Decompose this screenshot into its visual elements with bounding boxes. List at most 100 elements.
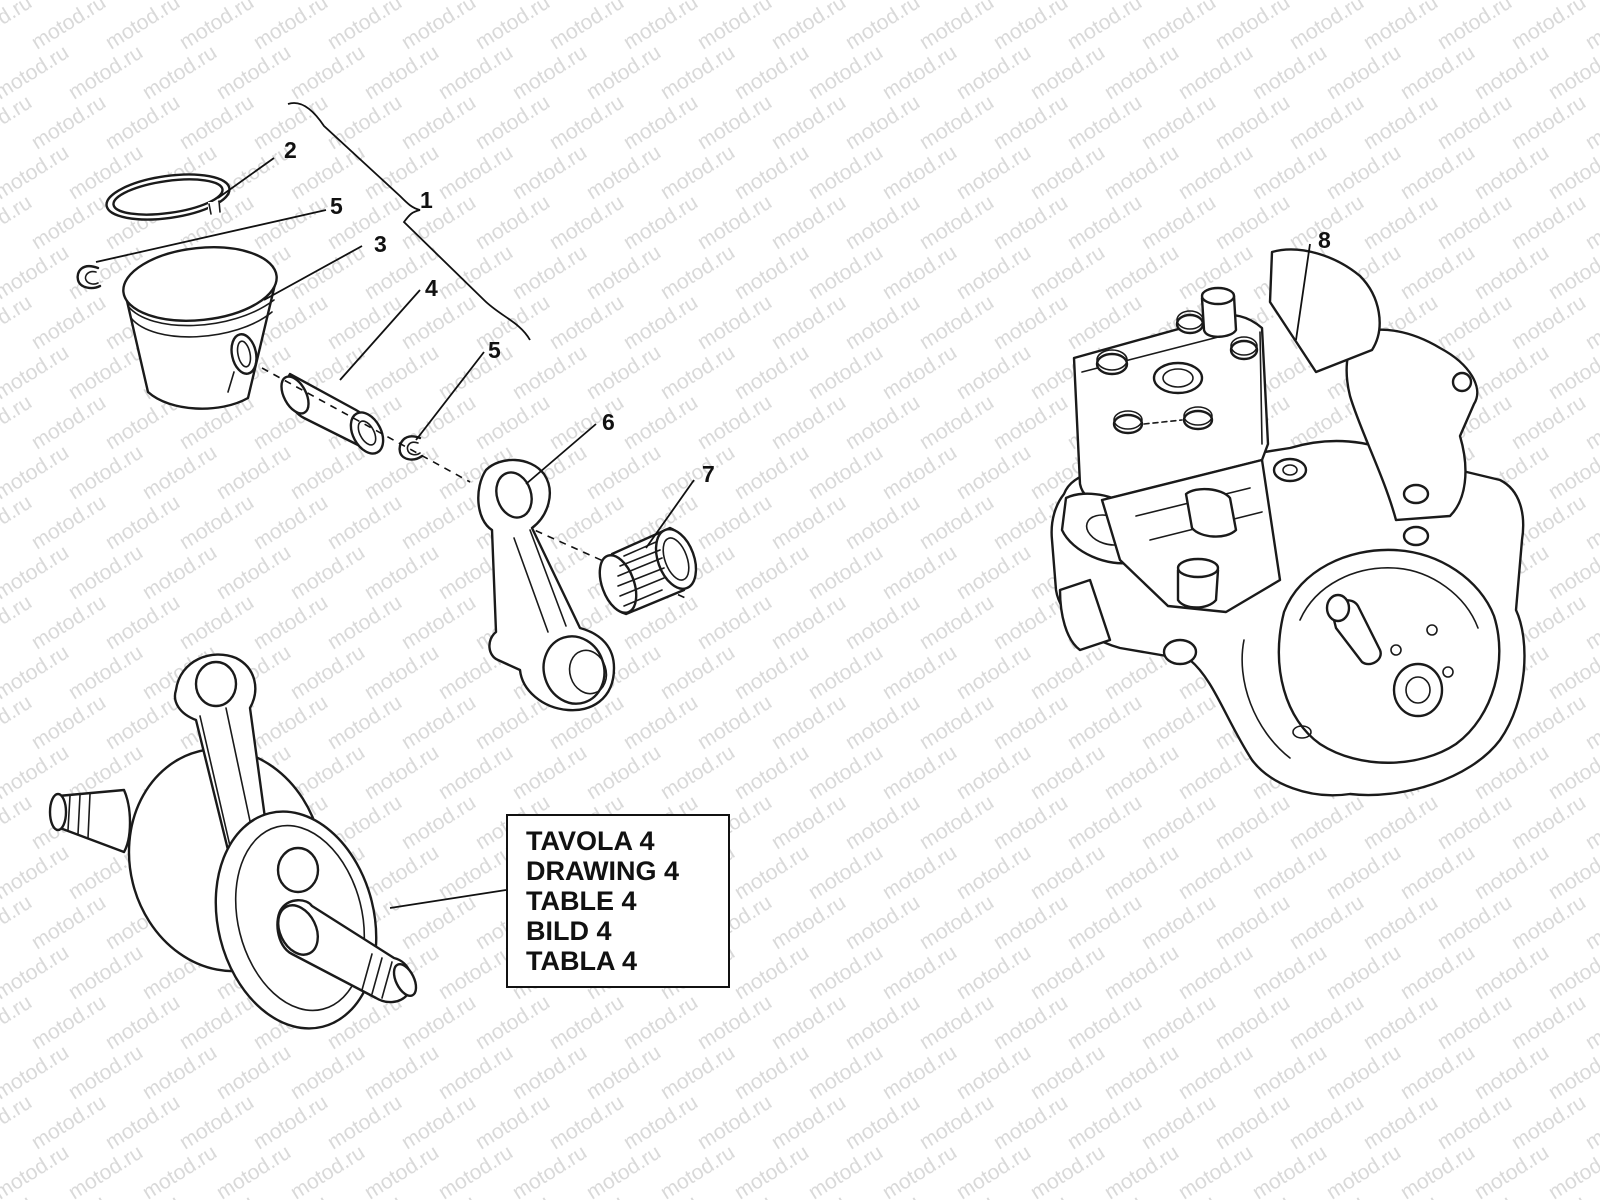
watermark-text: motod.ru xyxy=(1433,991,1515,1054)
watermark-text: motod.ru xyxy=(64,941,146,1004)
watermark-text: motod.ru xyxy=(582,1041,664,1104)
watermark-text: motod.ru xyxy=(1359,91,1441,154)
watermark-text: motod.ru xyxy=(582,341,664,404)
watermark-text: motod.ru xyxy=(952,341,1034,404)
watermark-text: motod.ru xyxy=(878,441,960,504)
watermark-text: motod.ru xyxy=(767,591,849,654)
watermark-text: motod.ru xyxy=(360,841,442,904)
connecting-rod[interactable] xyxy=(477,458,616,712)
watermark-text: motod.ru xyxy=(1100,241,1182,304)
watermark-text: motod.ru xyxy=(323,691,405,754)
callout-7[interactable]: 7 xyxy=(702,461,715,487)
watermark-text: motod.ru xyxy=(767,791,849,854)
watermark-text: motod.ru xyxy=(1137,91,1219,154)
watermark-text: motod.ru xyxy=(138,1141,220,1200)
watermark-text: motod.ru xyxy=(545,0,627,54)
watermark-text: motod.ru xyxy=(1581,391,1600,454)
circlip-left[interactable] xyxy=(76,265,102,290)
watermark-text: motod.ru xyxy=(1285,1091,1367,1154)
watermark-text: motod.ru xyxy=(434,1141,516,1200)
watermark-text: motod.ru xyxy=(1581,991,1600,1054)
watermark-text: motod.ru xyxy=(1433,291,1515,354)
watermark-text: motod.ru xyxy=(915,791,997,854)
watermark-text: motod.ru xyxy=(952,741,1034,804)
watermark-text: motod.ru xyxy=(545,391,627,454)
watermark-text: motod.ru xyxy=(767,291,849,354)
watermark-text: motod.ru xyxy=(878,541,960,604)
watermark-text: motod.ru xyxy=(1322,841,1404,904)
callout-6[interactable]: 6 xyxy=(602,409,615,435)
engine-assembly[interactable] xyxy=(1050,248,1526,797)
watermark-text: motod.ru xyxy=(656,641,738,704)
watermark-text: motod.ru xyxy=(915,291,997,354)
watermark-text: motod.ru xyxy=(841,791,923,854)
watermark-text: motod.ru xyxy=(582,741,664,804)
watermark-text: motod.ru xyxy=(397,991,479,1054)
watermark-text: motod.ru xyxy=(249,491,331,554)
watermark-text: motod.ru xyxy=(64,41,146,104)
watermark-text: motod.ru xyxy=(1137,0,1219,54)
watermark-text: motod.ru xyxy=(545,991,627,1054)
watermark-text: motod.ru xyxy=(360,541,442,604)
callout-5b[interactable]: 5 xyxy=(488,337,501,363)
reference-box[interactable]: TAVOLA 4 DRAWING 4 TABLE 4 BILD 4 TABLA … xyxy=(506,814,730,988)
watermark-text: motod.ru xyxy=(730,1041,812,1104)
watermark-text: motod.ru xyxy=(0,1191,36,1200)
watermark-text: motod.ru xyxy=(397,691,479,754)
watermark-text: motod.ru xyxy=(730,441,812,504)
watermark-text: motod.ru xyxy=(952,1041,1034,1104)
watermark-text: motod.ru xyxy=(286,641,368,704)
watermark-text: motod.ru xyxy=(878,641,960,704)
callout-1[interactable]: 1 xyxy=(420,187,433,213)
watermark-text: motod.ru xyxy=(952,641,1034,704)
watermark-text: motod.ru xyxy=(249,591,331,654)
callout-5a[interactable]: 5 xyxy=(330,193,343,219)
watermark-text: motod.ru xyxy=(841,91,923,154)
watermark-text: motod.ru xyxy=(323,91,405,154)
callout-2[interactable]: 2 xyxy=(284,137,297,163)
watermark-text: motod.ru xyxy=(101,691,183,754)
callout-4[interactable]: 4 xyxy=(425,275,438,301)
watermark-text: motod.ru xyxy=(27,291,109,354)
watermark-text: motod.ru xyxy=(1211,991,1293,1054)
watermark-text: motod.ru xyxy=(989,391,1071,454)
watermark-text: motod.ru xyxy=(767,0,849,54)
callout-8[interactable]: 8 xyxy=(1318,227,1331,253)
watermark-text: motod.ru xyxy=(471,391,553,454)
watermark-text: motod.ru xyxy=(989,1091,1071,1154)
piston[interactable] xyxy=(120,240,281,410)
watermark-text: motod.ru xyxy=(619,0,701,54)
watermark-text: motod.ru xyxy=(582,41,664,104)
watermark-text: motod.ru xyxy=(1433,91,1515,154)
watermark-text: motod.ru xyxy=(101,591,183,654)
watermark-text: motod.ru xyxy=(249,691,331,754)
watermark-text: motod.ru xyxy=(878,841,960,904)
needle-bearing[interactable] xyxy=(593,524,704,618)
watermark-text: motod.ru xyxy=(545,91,627,154)
watermark-text: motod.ru xyxy=(915,391,997,454)
watermark-text: motod.ru xyxy=(27,491,109,554)
watermark-text: motod.ru xyxy=(989,991,1071,1054)
watermark-text: motod.ru xyxy=(434,1041,516,1104)
watermark-text: motod.ru xyxy=(878,1041,960,1104)
callout-3[interactable]: 3 xyxy=(374,231,387,257)
watermark-text: motod.ru xyxy=(175,991,257,1054)
watermark-text: motod.ru xyxy=(1211,91,1293,154)
watermark-text: motod.ru xyxy=(1433,0,1515,54)
watermark-text: motod.ru xyxy=(1581,691,1600,754)
watermark-text: motod.ru xyxy=(1137,1091,1219,1154)
leader-lines xyxy=(95,157,1311,909)
watermark-text: motod.ru xyxy=(360,741,442,804)
watermark-text: motod.ru xyxy=(1507,791,1589,854)
watermark-text: motod.ru xyxy=(1322,1041,1404,1104)
watermark-text: motod.ru xyxy=(1063,0,1145,54)
watermark-text: motod.ru xyxy=(730,241,812,304)
watermark-text: motod.ru xyxy=(508,41,590,104)
watermark-text: motod.ru xyxy=(1581,1191,1600,1200)
watermark-text: motod.ru xyxy=(1026,141,1108,204)
watermark-text: motod.ru xyxy=(175,491,257,554)
watermark-text: motod.ru xyxy=(138,41,220,104)
crankshaft[interactable] xyxy=(48,653,421,1046)
piston-ring[interactable] xyxy=(104,168,233,227)
circlip-right[interactable] xyxy=(398,435,424,461)
